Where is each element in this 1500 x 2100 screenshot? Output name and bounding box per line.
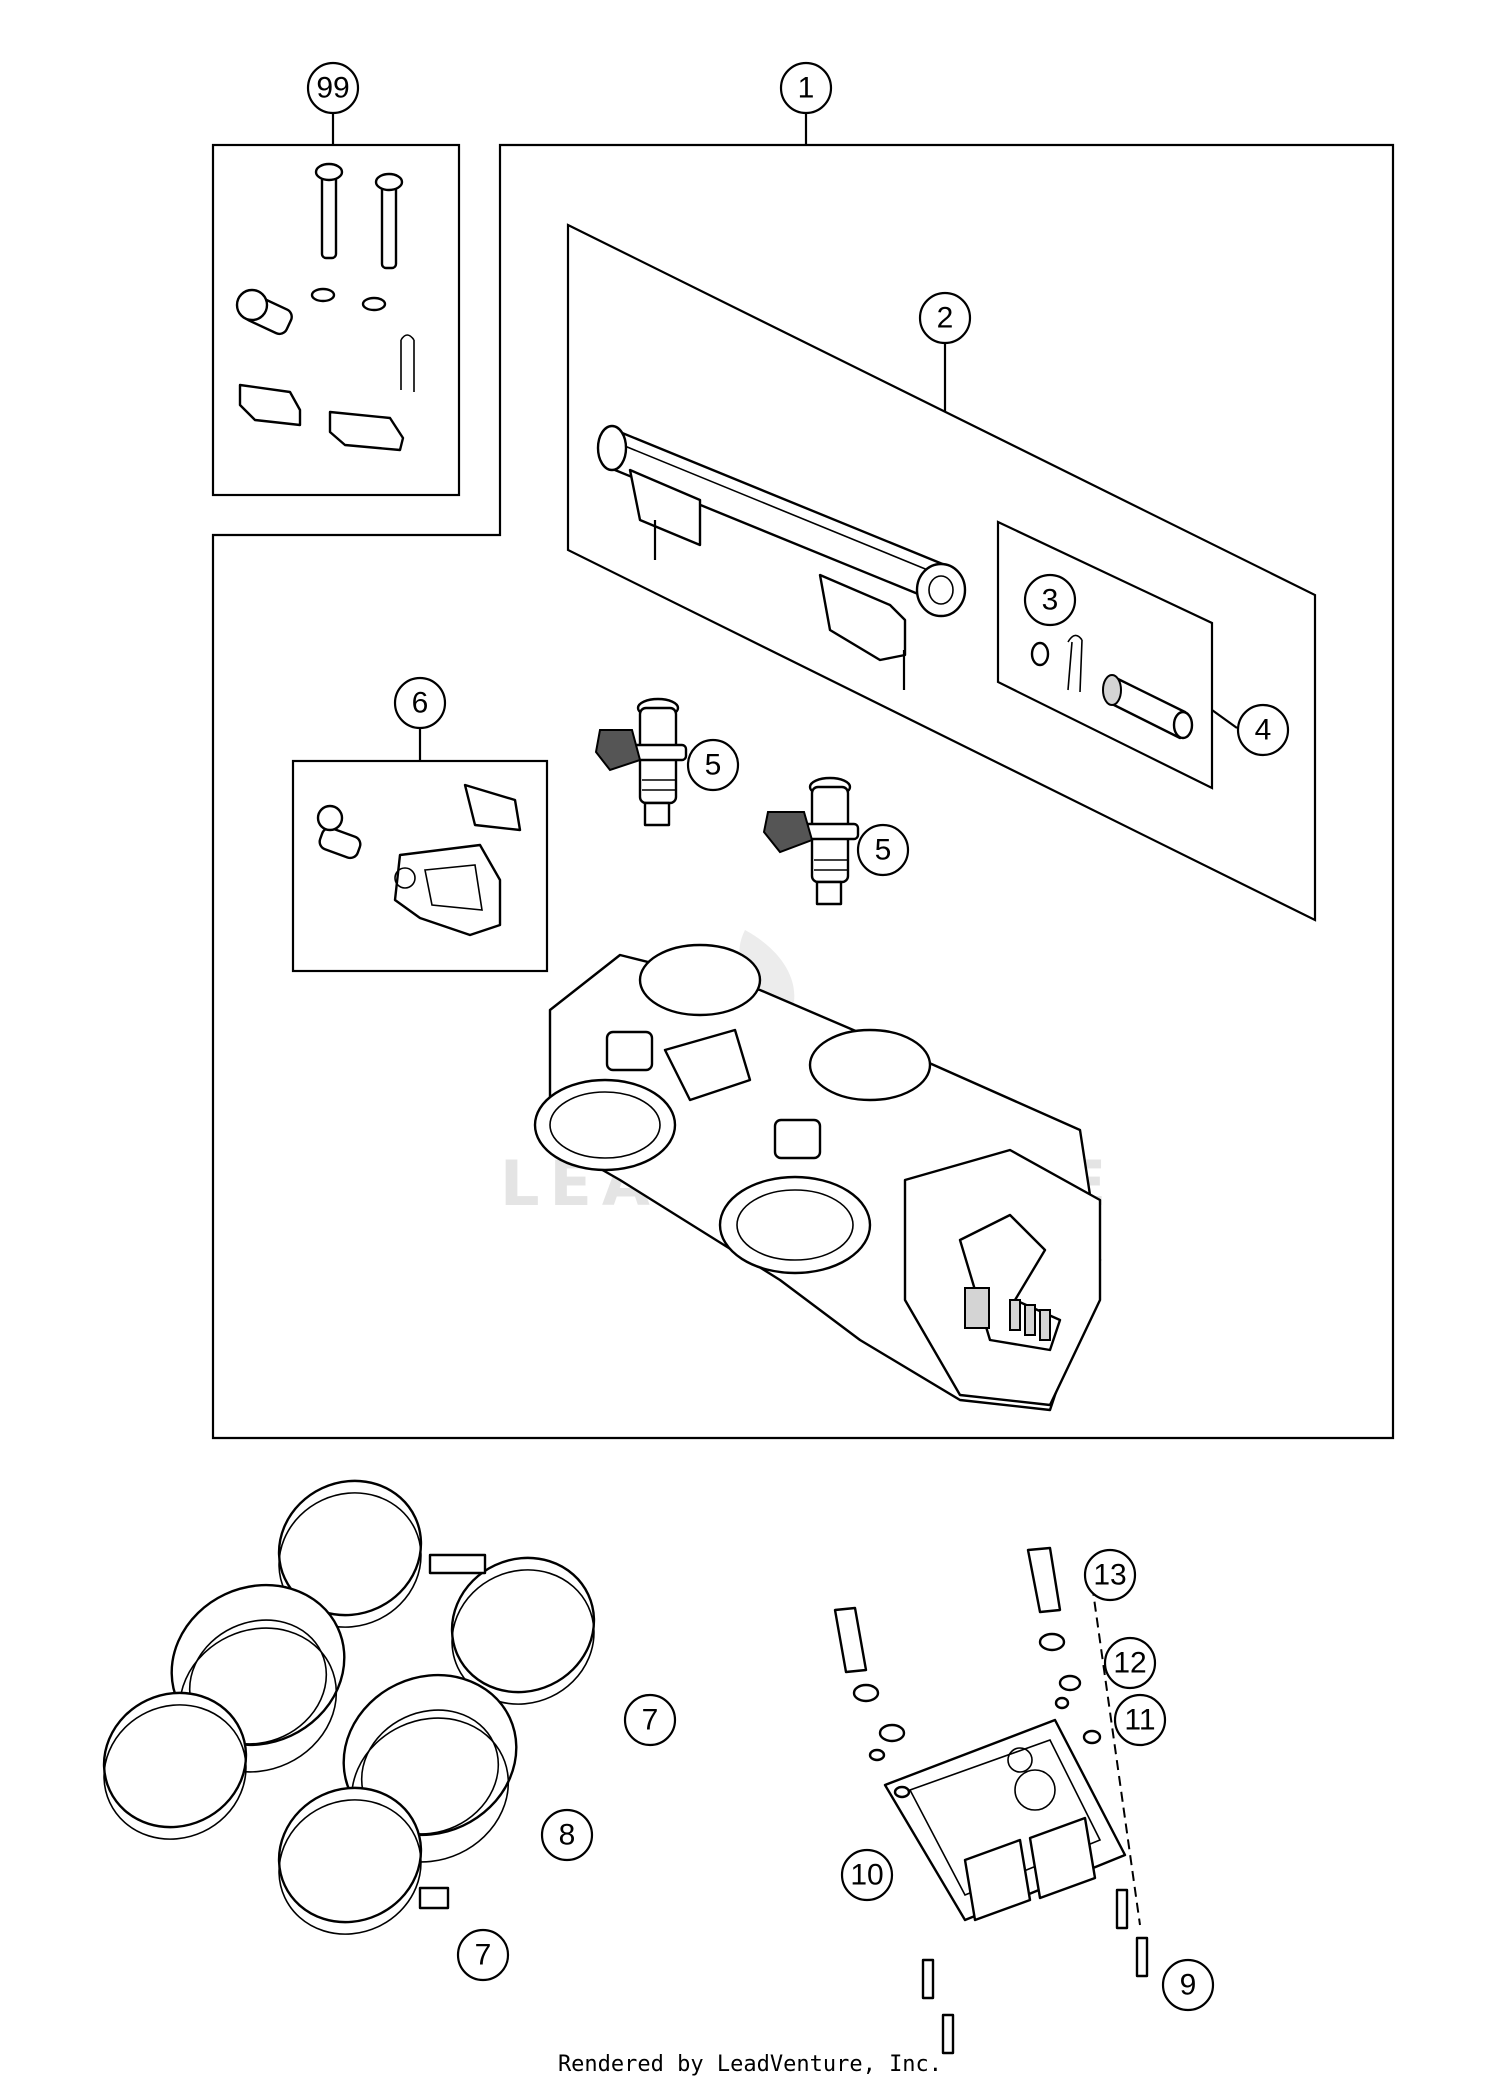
callout-label: 9 [1180, 1969, 1197, 2002]
callout-6: 6 [393, 676, 447, 730]
callout-13: 13 [1083, 1548, 1137, 1602]
callout-label: 99 [316, 72, 349, 105]
callout-label: 7 [642, 1704, 659, 1737]
callout-label: 6 [412, 687, 429, 720]
ecu [833, 1546, 1149, 2055]
callout-label: 12 [1113, 1647, 1146, 1680]
callout-4: 4 [1236, 703, 1290, 757]
footer-credit: Rendered by LeadVenture, Inc. [557, 2052, 943, 2077]
callout-3: 3 [1023, 573, 1077, 627]
callout-1: 1 [779, 61, 833, 115]
callout-12: 12 [1103, 1636, 1157, 1690]
callout-5-upper: 5 [686, 738, 740, 792]
callout-11: 11 [1113, 1693, 1167, 1747]
callout-label: 11 [1124, 1704, 1155, 1737]
sensor-box-6 [291, 725, 549, 973]
callout-7-upper: 7 [623, 1693, 677, 1747]
callout-10: 10 [840, 1848, 894, 1902]
fuel-rail [596, 424, 967, 690]
callout-label: 5 [705, 749, 722, 782]
callout-8: 8 [540, 1808, 594, 1862]
callout-2: 2 [918, 291, 972, 345]
callout-label: 1 [798, 72, 815, 105]
map-sensor [316, 783, 522, 937]
kit-99-parts [235, 162, 415, 452]
fuel-rail-box-2 [566, 223, 1317, 922]
clamps-and-boots [102, 1479, 596, 1935]
throttle-body [533, 943, 1102, 1412]
callout-label: 10 [850, 1859, 883, 1892]
callout-7-lower: 7 [456, 1928, 510, 1982]
assembly-box-1 [211, 110, 1395, 1440]
callout-9: 9 [1161, 1958, 1215, 2012]
connector-box-4 [996, 520, 1238, 790]
callout-label: 7 [475, 1939, 492, 1972]
callout-label: 4 [1255, 714, 1272, 747]
callout-label: 8 [559, 1819, 576, 1852]
callout-label: 13 [1093, 1559, 1126, 1592]
connector-parts [1030, 634, 1194, 740]
injector-1 [594, 697, 688, 827]
callout-label: 2 [937, 302, 954, 335]
callout-label: 5 [875, 834, 892, 867]
injector-2 [762, 776, 860, 906]
callout-5-lower: 5 [856, 823, 910, 877]
callout-label: 3 [1042, 584, 1059, 617]
callout-99: 99 [306, 61, 360, 115]
